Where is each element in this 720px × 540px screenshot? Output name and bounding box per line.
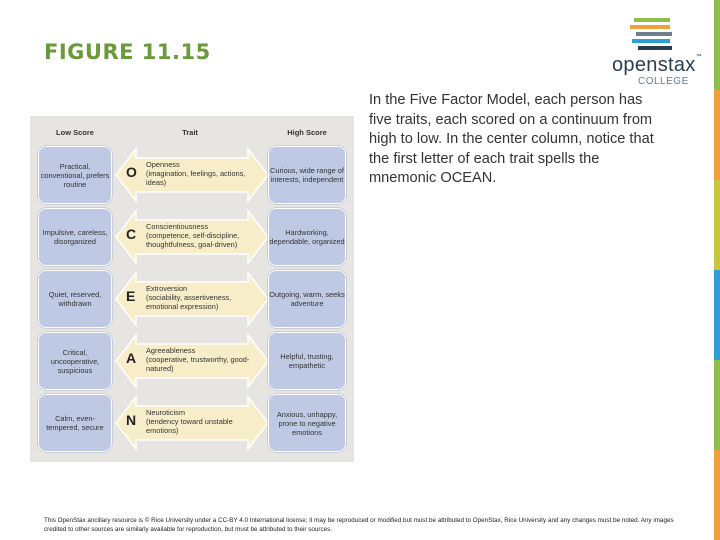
logo-stripes-icon xyxy=(630,18,672,50)
ocean-figure: Low Score Trait High Score Practical, co… xyxy=(30,116,354,462)
low-score-box: Impulsive, careless, disorganized xyxy=(38,208,112,266)
low-score-box: Critical, uncooperative, suspicious xyxy=(38,332,112,390)
trait-description: Openness(imagination, feelings, actions,… xyxy=(146,160,261,187)
low-score-box: Practical, conventional, prefers routine xyxy=(38,146,112,204)
high-score-box: Outgoing, warm, seeks adventure xyxy=(268,270,346,328)
low-score-box: Calm, even-tempered, secure xyxy=(38,394,112,452)
header-trait: Trait xyxy=(182,128,198,137)
header-low-score: Low Score xyxy=(56,128,94,137)
trait-description: Conscientiousness(competence, self-disci… xyxy=(146,222,261,249)
trait-facets: (sociability, assertiveness, emotional e… xyxy=(146,293,232,311)
logo-trademark: ™ xyxy=(695,54,702,60)
slide-title: FIGURE 11.15 xyxy=(44,40,211,64)
license-footer: This OpenStax ancillary resource is © Ri… xyxy=(44,517,674,533)
trait-letter: E xyxy=(126,288,136,304)
trait-name: Agreeableness xyxy=(146,346,196,355)
logo-wordmark: openstax™ xyxy=(612,54,702,77)
header-high-score: High Score xyxy=(287,128,327,137)
trait-row: Practical, conventional, prefers routine… xyxy=(30,146,354,206)
trait-letter: A xyxy=(126,350,137,366)
trait-name: Extroversion xyxy=(146,284,188,293)
trait-row: Calm, even-tempered, secure N Neuroticism(… xyxy=(30,394,354,454)
logo-subtitle: COLLEGE xyxy=(638,76,689,87)
trait-description: Neuroticism(tendency toward unstable emo… xyxy=(146,408,261,435)
high-score-box: Hardworking, dependable, organized xyxy=(268,208,346,266)
trait-facets: (imagination, feelings, actions, ideas) xyxy=(146,169,246,187)
high-score-box: Helpful, trusting, empathetic xyxy=(268,332,346,390)
trait-facets: (cooperative, trustworthy, good-natured) xyxy=(146,355,250,373)
high-score-box: Anxious, unhappy, prone to negative emot… xyxy=(268,394,346,452)
high-score-box: Curious, wide range of interests, indepe… xyxy=(268,146,346,204)
right-edge-stripes xyxy=(714,0,720,540)
trait-letter: N xyxy=(126,412,137,428)
trait-description: Agreeableness(cooperative, trustworthy, … xyxy=(146,346,261,373)
trait-description: Extroversion(sociability, assertiveness,… xyxy=(146,284,261,311)
trait-name: Conscientiousness xyxy=(146,222,209,231)
logo-name: openstax xyxy=(612,54,696,76)
trait-row: Critical, uncooperative, suspicious A Agre… xyxy=(30,332,354,392)
low-score-box: Quiet, reserved, withdrawn xyxy=(38,270,112,328)
trait-name: Openness xyxy=(146,160,180,169)
trait-facets: (tendency toward unstable emotions) xyxy=(146,417,233,435)
trait-letter: C xyxy=(126,226,137,242)
caption-text: In the Five Factor Model, each person ha… xyxy=(369,92,654,187)
openstax-logo: openstax™ COLLEGE xyxy=(608,16,702,87)
trait-row: Quiet, reserved, withdrawn E Extroversion(… xyxy=(30,270,354,330)
trait-name: Neuroticism xyxy=(146,408,186,417)
trait-letter: O xyxy=(126,164,137,180)
trait-row: Impulsive, careless, disorganized C Consci… xyxy=(30,208,354,268)
trait-facets: (competence, self-discipline, thoughtful… xyxy=(146,231,240,249)
